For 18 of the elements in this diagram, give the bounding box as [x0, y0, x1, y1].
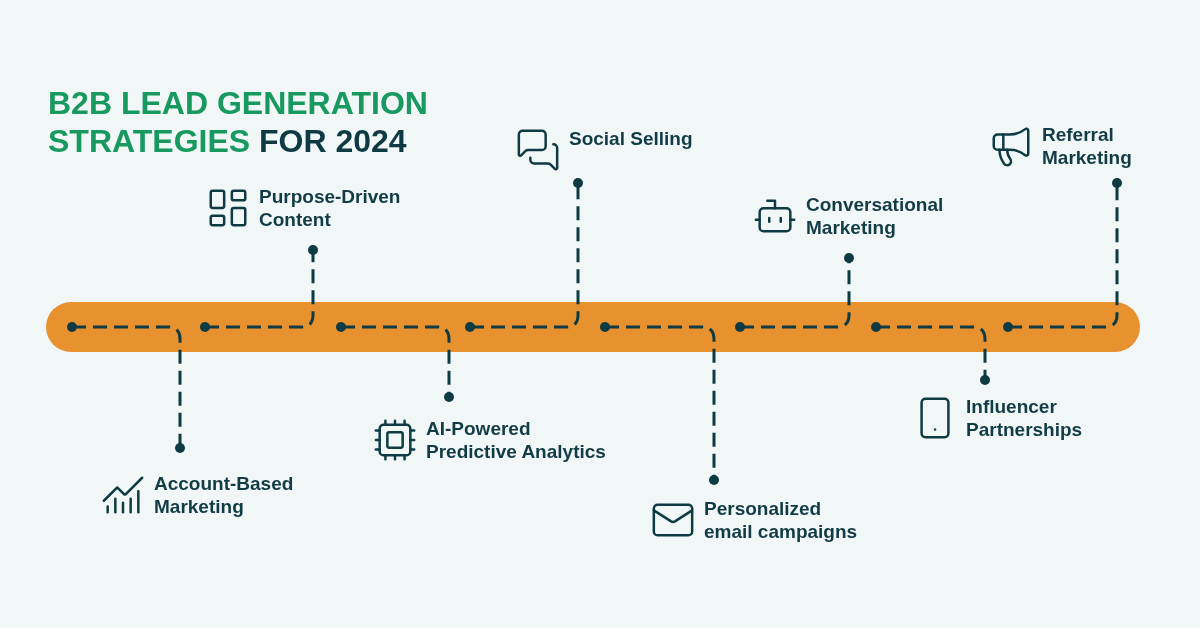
- title: B2B LEAD GENERATION STRATEGIES FOR 2024: [48, 84, 429, 160]
- dashed-connector: [735, 253, 854, 332]
- strategy-label: Account-Based Marketing: [154, 472, 295, 518]
- dashed-connector: [200, 245, 318, 332]
- dashed-connector: [67, 322, 185, 453]
- strategy-label: Conversational Marketing: [806, 193, 945, 239]
- strategy-label: Personalized email campaigns: [704, 497, 859, 543]
- strategy-label: Referral Marketing: [1042, 123, 1133, 169]
- dashed-connector: [600, 322, 719, 485]
- dashed-connector: [1003, 178, 1122, 332]
- strategy-label: AI-Powered Predictive Analytics: [426, 417, 607, 463]
- dashed-connector: [465, 178, 583, 332]
- strategy-label: Social Selling: [569, 127, 694, 150]
- timeline-bar: [46, 302, 1140, 352]
- strategy-label: Influencer Partnerships: [966, 395, 1084, 441]
- strategy-label: Purpose-Driven Content: [259, 185, 402, 231]
- dashed-connector: [336, 322, 454, 402]
- dashed-connector: [871, 322, 990, 385]
